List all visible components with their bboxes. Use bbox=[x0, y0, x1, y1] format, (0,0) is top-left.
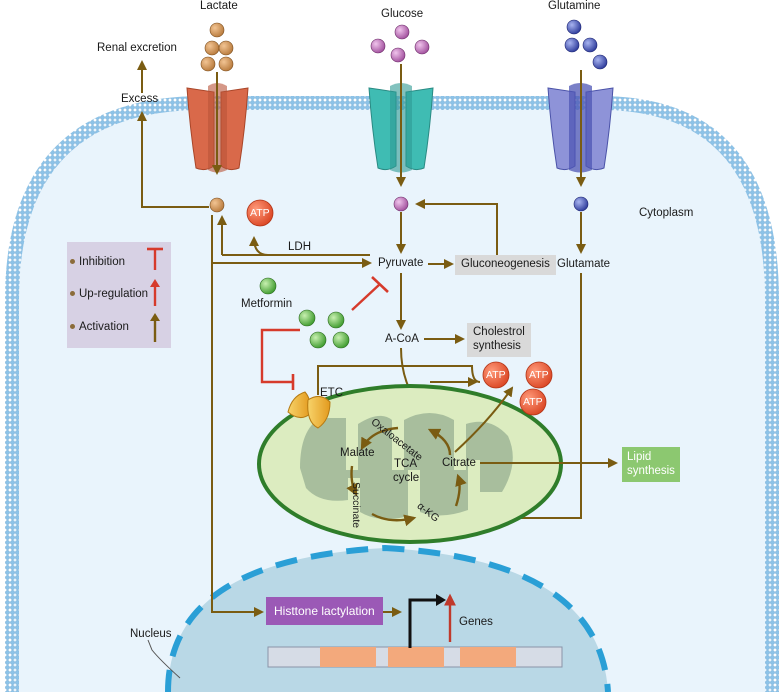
atp-lactate bbox=[246, 199, 274, 227]
tca-label-1: TCA bbox=[394, 458, 417, 470]
atp-lactate-text: ATP bbox=[250, 207, 270, 219]
cytoplasm-label: Cytoplasm bbox=[639, 207, 694, 219]
etc-complex bbox=[287, 391, 331, 429]
ldh-label: LDH bbox=[288, 241, 312, 253]
atp-text-2: ATP bbox=[529, 369, 549, 381]
dna-strip bbox=[267, 646, 563, 668]
legend-activation: Activation bbox=[70, 321, 129, 333]
cholesterol-box: Cholestrol synthesis bbox=[467, 323, 531, 357]
atp-text-1: ATP bbox=[486, 369, 506, 381]
cholesterol-line2: synthesis bbox=[473, 339, 521, 352]
legend: Inhibition Up-regulation Activation bbox=[67, 242, 171, 348]
citrate-label: Citrate bbox=[442, 457, 476, 469]
acoa-label: A-CoA bbox=[385, 333, 419, 345]
glucose-intracellular bbox=[393, 196, 409, 212]
lipid-line2: synthesis bbox=[627, 465, 675, 478]
legend-symbols bbox=[147, 247, 163, 342]
histone-lactylation-box: Histtone lactylation bbox=[266, 597, 383, 625]
glutamate-label: Glutamate bbox=[557, 258, 611, 270]
lipid-line1: Lipid bbox=[627, 451, 652, 463]
renal-excretion-label: Renal excretion bbox=[97, 42, 177, 54]
glutamine-molecules bbox=[564, 19, 608, 70]
gluconeogenesis-box: Gluconeogenesis bbox=[455, 255, 556, 275]
succinate-label: Succinate bbox=[350, 482, 362, 529]
nucleus-label: Nucleus bbox=[130, 628, 172, 640]
glucose-label: Glucose bbox=[381, 8, 424, 20]
atp-cluster bbox=[482, 361, 553, 416]
glucose-molecules bbox=[370, 24, 430, 63]
glutamine-intracellular bbox=[573, 196, 589, 212]
lactate-transporter bbox=[186, 83, 249, 173]
metformin-molecules bbox=[259, 277, 350, 349]
legend-inhibition: Inhibition bbox=[70, 256, 125, 268]
excess-label: Excess bbox=[121, 93, 159, 105]
pyruvate-label: Pyruvate bbox=[378, 257, 424, 269]
glutamine-transporter bbox=[547, 83, 614, 173]
legend-upregulation: Up-regulation bbox=[70, 288, 148, 300]
lipid-synthesis-box: Lipid synthesis bbox=[622, 447, 680, 482]
etc-label: ETC bbox=[320, 387, 343, 399]
tca-label-2: cycle bbox=[393, 472, 420, 484]
malate-label: Malate bbox=[340, 447, 375, 459]
lactate-molecules bbox=[200, 22, 234, 72]
cholesterol-line1: Cholestrol bbox=[473, 326, 525, 338]
glutamine-label: Glutamine bbox=[548, 0, 601, 12]
lactate-intracellular bbox=[209, 197, 225, 213]
atp-text-3: ATP bbox=[523, 396, 543, 408]
lactate-label: Lactate bbox=[200, 0, 238, 12]
genes-label: Genes bbox=[459, 616, 493, 628]
metformin-label: Metformin bbox=[241, 298, 293, 310]
